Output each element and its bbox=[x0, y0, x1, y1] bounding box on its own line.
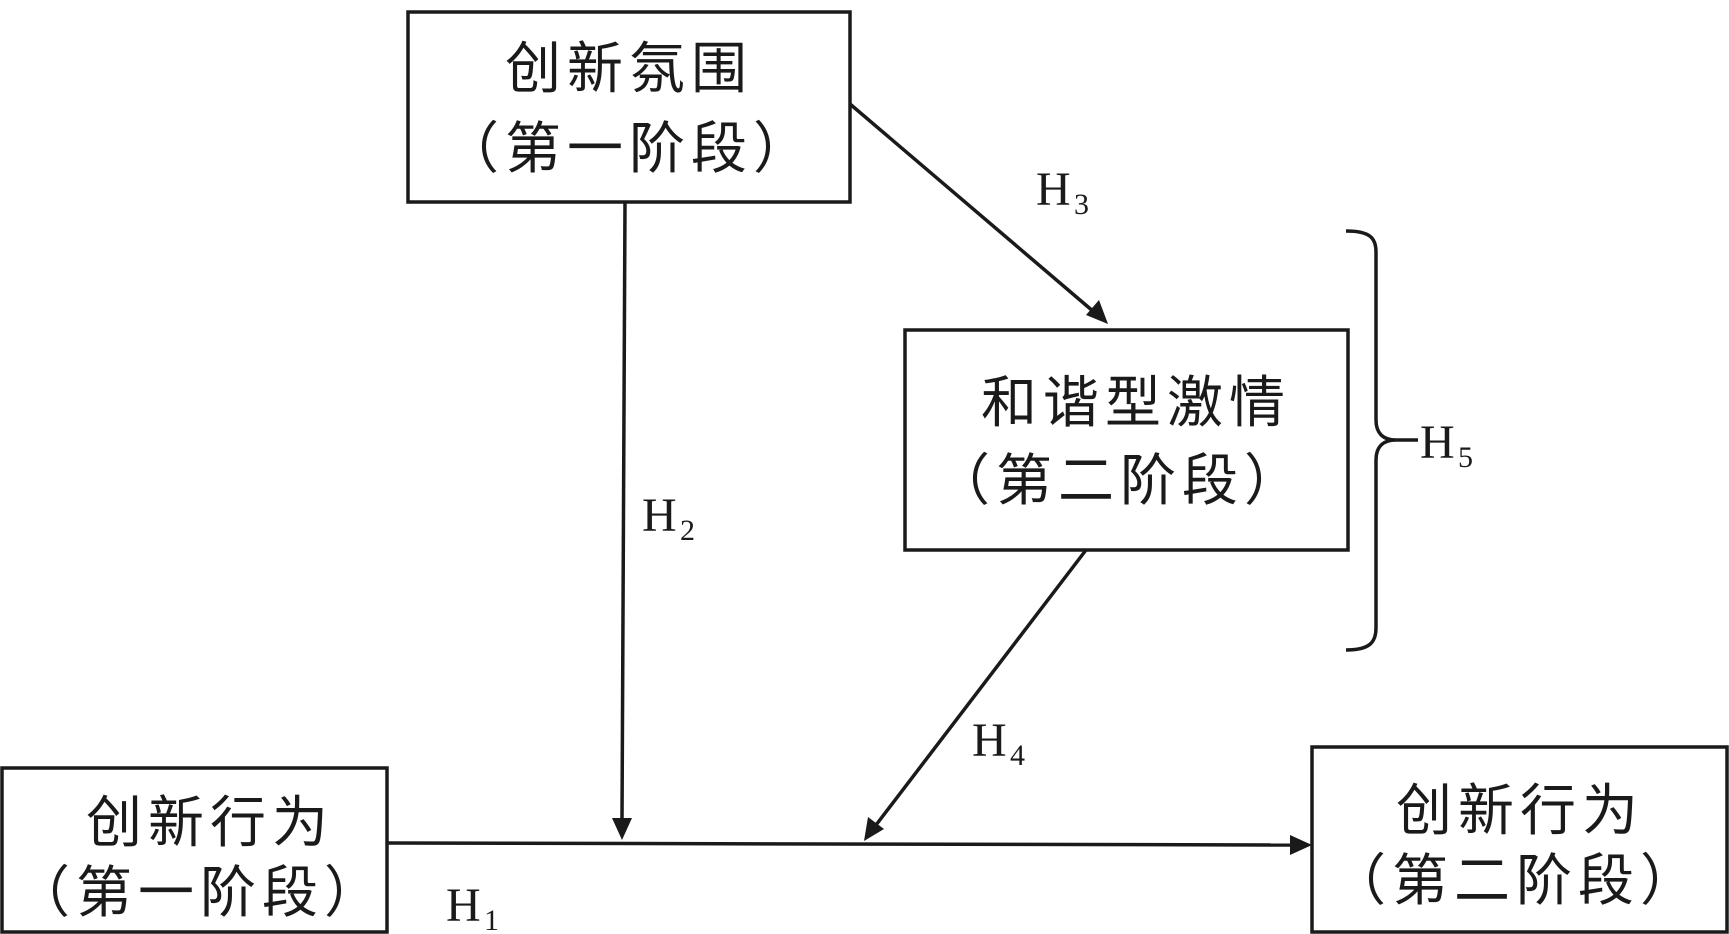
node-innovative-behavior-t1: 创新行为 （第一阶段） bbox=[0, 766, 389, 934]
node-innovation-climate-title: 创新氛围 bbox=[505, 37, 753, 102]
edge-h1-line bbox=[386, 841, 1293, 847]
label-h2: H 2 bbox=[642, 489, 695, 547]
edge-h2 bbox=[612, 201, 632, 840]
edge-h1 bbox=[386, 835, 1312, 855]
edge-h3-line bbox=[848, 102, 1096, 314]
node-innovative-behavior-t1-box bbox=[0, 766, 389, 934]
node-harmonious-passion-stage: （第二阶段） bbox=[934, 449, 1306, 514]
label-h3: H 3 bbox=[1036, 163, 1089, 221]
label-h5-letter: H bbox=[1420, 416, 1455, 469]
edge-h2-line bbox=[620, 201, 627, 821]
label-h1-letter: H bbox=[446, 879, 481, 932]
edge-h2-arrowhead bbox=[612, 818, 632, 840]
node-innovative-behavior-t2-stage: （第二阶段） bbox=[1330, 849, 1702, 914]
node-innovative-behavior-t1-title: 创新行为 bbox=[86, 791, 334, 856]
node-harmonious-passion-title: 和谐型激情 bbox=[981, 371, 1291, 436]
label-h4-letter: H bbox=[972, 714, 1007, 767]
label-h3-subscript: 3 bbox=[1074, 188, 1089, 221]
edge-h4-line bbox=[874, 548, 1088, 827]
label-h4-subscript: 4 bbox=[1010, 739, 1025, 772]
label-h4: H 4 bbox=[972, 714, 1025, 772]
node-innovative-behavior-t2: 创新行为 （第二阶段） bbox=[1310, 745, 1729, 934]
h5-brace bbox=[1345, 229, 1418, 652]
node-innovation-climate: 创新氛围 （第一阶段） bbox=[406, 10, 852, 204]
edge-h4 bbox=[864, 548, 1088, 841]
node-innovation-climate-stage: （第一阶段） bbox=[443, 117, 815, 182]
label-h2-letter: H bbox=[642, 489, 677, 542]
node-innovative-behavior-t1-stage: （第一阶段） bbox=[14, 861, 386, 926]
label-h5: H 5 bbox=[1420, 416, 1473, 474]
edge-h4-arrowhead bbox=[864, 817, 884, 841]
node-harmonious-passion: 和谐型激情 （第二阶段） bbox=[903, 328, 1350, 552]
edge-h3-arrowhead bbox=[1086, 300, 1108, 324]
node-innovative-behavior-t2-title: 创新行为 bbox=[1396, 779, 1644, 844]
node-innovative-behavior-t2-box bbox=[1310, 745, 1729, 934]
label-h5-subscript: 5 bbox=[1458, 441, 1473, 474]
h5-brace-path bbox=[1345, 229, 1397, 652]
edge-h3 bbox=[848, 102, 1108, 324]
label-h3-letter: H bbox=[1036, 163, 1071, 216]
label-h1-subscript: 1 bbox=[484, 904, 499, 934]
node-harmonious-passion-box bbox=[903, 328, 1350, 552]
edge-h1-arrowhead bbox=[1290, 835, 1312, 855]
node-innovation-climate-box bbox=[406, 10, 852, 204]
label-h1: H 1 bbox=[446, 879, 499, 934]
label-h2-subscript: 2 bbox=[680, 514, 695, 547]
